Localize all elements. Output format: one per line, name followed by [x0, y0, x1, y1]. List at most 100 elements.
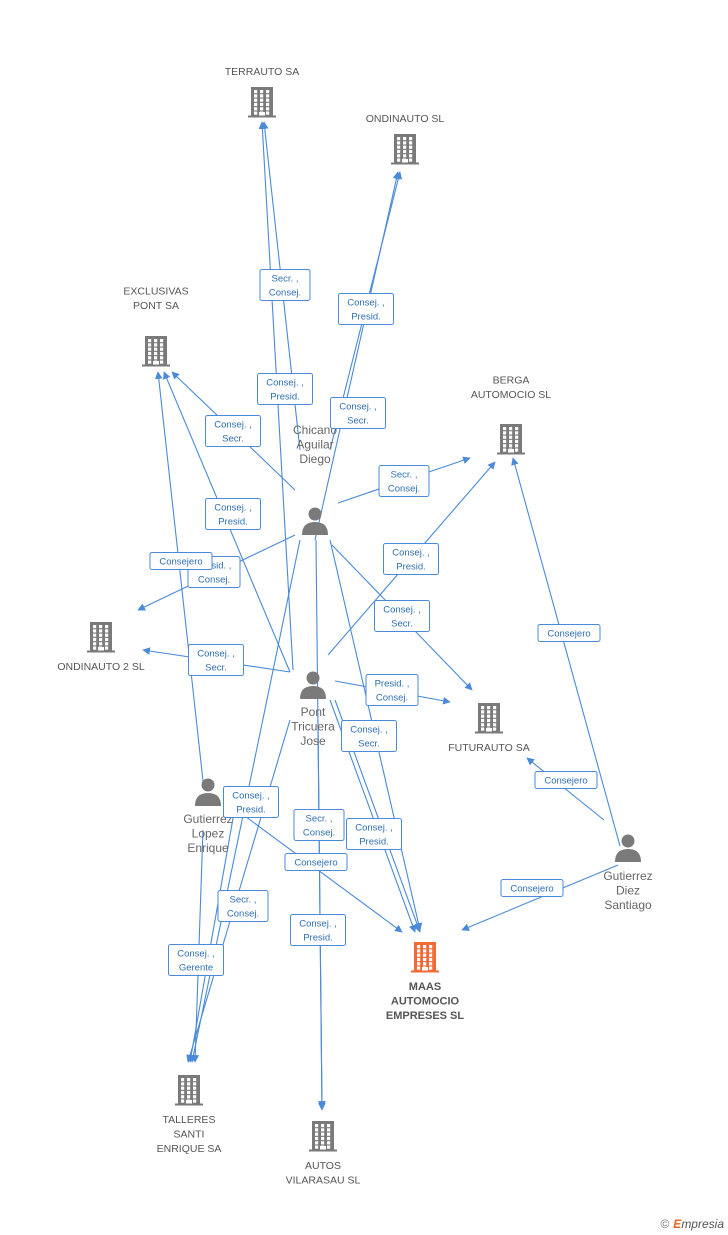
relation-label-text: Consej. — [376, 693, 408, 704]
company-label[interactable]: TERRAUTO SA — [225, 66, 299, 78]
relation-label-text: Consej. , — [350, 725, 388, 736]
person-label[interactable]: Diego — [299, 452, 331, 466]
person-label[interactable]: Lopez — [192, 827, 225, 841]
company-label[interactable]: ONDINAUTO SL — [366, 113, 445, 125]
relation-label[interactable]: Consej. ,Secr. — [330, 397, 386, 429]
person-label[interactable]: Aguilar — [296, 438, 333, 452]
relation-label-text: Secr. — [347, 416, 369, 427]
relation-label[interactable]: Consejero — [534, 771, 598, 789]
company-label[interactable]: SANTI — [174, 1129, 205, 1141]
relationship-edge — [187, 789, 239, 1063]
company-label[interactable]: ENRIQUE SA — [157, 1143, 222, 1155]
company-label[interactable]: ONDINAUTO 2 SL — [57, 661, 144, 673]
relation-label-text: Consejero — [544, 776, 587, 787]
company-label[interactable]: AUTOMOCIO SL — [471, 389, 551, 401]
company-building-icon[interactable] — [391, 134, 419, 165]
relation-label-text: Consejero — [547, 629, 590, 640]
relation-label[interactable]: Presid. ,Consej. — [365, 674, 419, 706]
company-label[interactable]: MAAS — [409, 981, 441, 993]
relation-label-text: Consej. , — [266, 378, 304, 389]
company-label[interactable]: FUTURAUTO SA — [448, 742, 529, 754]
relation-label[interactable]: Secr. , Consej. — [217, 890, 269, 922]
company-building-icon[interactable] — [175, 1075, 203, 1106]
person-label[interactable]: Gutierrez — [183, 812, 232, 826]
person-label[interactable]: Enrique — [187, 841, 229, 855]
relation-label-text: Consej. — [269, 288, 301, 299]
relation-label[interactable]: Consej. ,Presid. — [290, 914, 346, 946]
relation-label[interactable]: Consej. , Presid. — [346, 818, 402, 850]
relation-label-text: Presid. — [303, 933, 333, 944]
person-label[interactable]: Santiago — [604, 898, 652, 912]
company-building-icon[interactable] — [475, 703, 503, 734]
relation-label-text: Secr. , — [306, 814, 333, 825]
relation-label[interactable]: Consejero — [149, 552, 213, 570]
person-label[interactable]: Diez — [616, 884, 640, 898]
company-label[interactable]: EMPRESES SL — [386, 1010, 465, 1022]
person-label[interactable]: Tricuera — [291, 720, 335, 734]
person-icon[interactable] — [615, 834, 641, 863]
company-label[interactable]: AUTOS — [305, 1160, 341, 1172]
person-label[interactable]: Pont — [301, 705, 326, 719]
relation-label[interactable]: Secr. , Consej. — [293, 809, 345, 841]
relation-label-text: Consej. , — [392, 548, 430, 559]
person-label[interactable]: Chicano — [293, 423, 337, 437]
relation-label[interactable]: Consej. ,Secr. — [205, 415, 261, 447]
company-building-icon[interactable] — [142, 336, 170, 367]
relation-label[interactable]: Consejero — [284, 853, 348, 871]
relation-label-text: Presid. — [351, 312, 381, 323]
relation-label-text: Consej. , — [383, 605, 421, 616]
person-label[interactable]: Jose — [300, 734, 326, 748]
company-building-icon[interactable] — [87, 622, 115, 653]
relation-label-text: Presid. — [396, 562, 426, 573]
relation-label[interactable]: Consejero — [537, 624, 601, 642]
company-label[interactable]: BERGA — [493, 375, 530, 387]
company-label[interactable]: EXCLUSIVAS — [123, 286, 188, 298]
relation-label[interactable]: Consej. , Presid. — [257, 373, 313, 405]
company-building-icon[interactable] — [497, 424, 525, 455]
relation-label[interactable]: Consej. , Presid. — [383, 543, 439, 575]
relation-label-text: Consejero — [294, 858, 337, 869]
relation-label-text: Consej. , — [355, 823, 393, 834]
relation-label-text: Consej. , — [347, 298, 385, 309]
relation-label[interactable]: Consej. ,Presid. — [223, 786, 279, 818]
company-label[interactable]: VILARASAU SL — [286, 1175, 361, 1187]
person-label[interactable]: Gutierrez — [603, 869, 652, 883]
company-label[interactable]: AUTOMOCIO — [391, 996, 460, 1008]
person-icon[interactable] — [300, 671, 326, 700]
relation-label[interactable]: Consej. ,Secr. — [188, 644, 244, 676]
relation-label-text: Presid. , — [197, 561, 232, 572]
relation-label-text: Presid. — [359, 837, 389, 848]
relation-label-text: Consej. — [227, 909, 259, 920]
relationship-edge — [154, 371, 205, 791]
company-building-icon[interactable] — [309, 1121, 337, 1152]
relation-label-text: Presid. — [270, 392, 300, 403]
relation-label-text: Secr. — [391, 619, 413, 630]
relation-label[interactable]: Consej. , Secr. — [341, 720, 397, 752]
relationship-edge — [461, 864, 619, 931]
relation-label[interactable]: Secr. ,Consej. — [378, 465, 430, 497]
relation-label[interactable]: Consej. ,Gerente — [168, 944, 224, 976]
company-building-icon[interactable] — [248, 87, 276, 118]
relation-label-text: Consej. — [303, 828, 335, 839]
relation-label-text: Secr. — [205, 663, 227, 674]
relation-label[interactable]: Secr. ,Consej. — [259, 269, 311, 301]
relation-label[interactable]: Consej. , Secr. — [374, 600, 430, 632]
relation-label[interactable]: Consej. ,Presid. — [205, 498, 261, 530]
brand-initial: E — [673, 1217, 682, 1231]
relation-label[interactable]: Consej. , Presid. — [338, 293, 394, 325]
main-company-building-icon[interactable] — [411, 942, 439, 973]
relation-label-text: Secr. , — [230, 895, 257, 906]
relation-label-text: Consej. , — [214, 503, 252, 514]
footer: © Empresia — [660, 1217, 724, 1231]
relationship-edge — [511, 457, 621, 847]
nodes-layer: TERRAUTO SA ONDINAUTO SL EXCLUSIVAS PONT SA… — [57, 66, 652, 1187]
company-label[interactable]: TALLERES — [163, 1114, 216, 1126]
relation-label-text: Secr. — [358, 739, 380, 750]
relation-label-text: Presid. — [236, 805, 266, 816]
person-icon[interactable] — [302, 507, 328, 536]
person-icon[interactable] — [195, 778, 221, 807]
relation-label[interactable]: Consejero — [500, 879, 564, 897]
empresia-logo[interactable]: Empresia — [673, 1217, 724, 1231]
company-label[interactable]: PONT SA — [133, 300, 179, 312]
